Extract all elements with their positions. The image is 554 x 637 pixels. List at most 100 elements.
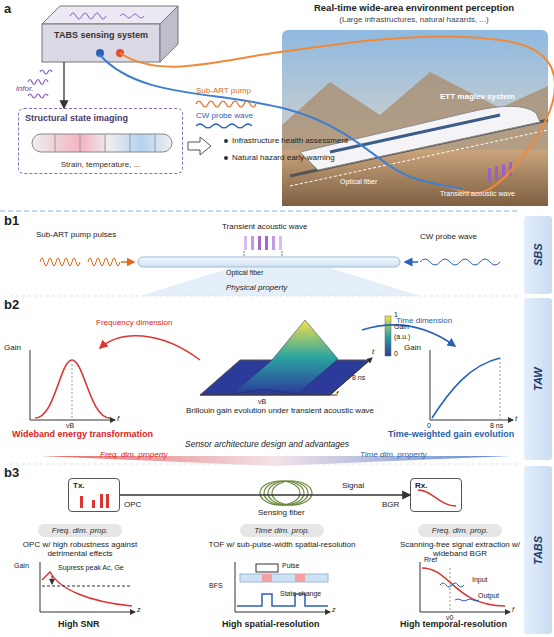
node-subtitle: (Large infrastructures, natural hazards,… [278, 15, 550, 24]
result-plot [42, 586, 132, 587]
node-title: TAW [524, 298, 552, 460]
node-title: Rx. [415, 481, 427, 490]
axis-label: t [515, 414, 517, 423]
property-tag: Time dim. prop. [240, 524, 324, 537]
dimension-arrow [100, 336, 200, 360]
sbs-scheme [244, 236, 247, 250]
axis-label: f [336, 389, 338, 398]
wave-symbol [196, 101, 256, 107]
feature-label: Time-weighted gain evolution [388, 429, 514, 439]
sbs-scheme [420, 259, 500, 265]
tx-rx-scheme [260, 481, 312, 505]
gain-surface-3d [385, 316, 391, 356]
result-plot [235, 562, 330, 612]
dimension-label: Freq. dim. property [100, 450, 168, 459]
edge-label: Signal [342, 481, 364, 490]
description: TOF w/ sub-pulse-width spatial-resolutio… [207, 540, 357, 549]
description: OPC w/ high robustness against detriment… [15, 540, 145, 558]
sbs-scheme [244, 251, 282, 257]
hollow-arrow [188, 137, 211, 155]
axis-label: f [117, 414, 119, 423]
axis-label: Gain [4, 343, 21, 352]
part-name: Optical fiber [226, 269, 263, 277]
photo-scene [488, 168, 491, 182]
tx-rx-scheme [106, 494, 109, 508]
receiver-box: Rx. [410, 478, 462, 512]
axis-label: z [137, 606, 141, 614]
result-plot [52, 576, 53, 584]
axis-label: Gain [404, 343, 421, 352]
panel-letter: b2 [4, 298, 19, 313]
property-tag: Freq. dim. prop. [418, 524, 502, 537]
result-plot [420, 562, 510, 612]
tick-label: 8 ns [352, 374, 365, 382]
tick-label: 8 ns [490, 422, 503, 430]
gain-surface-3d [200, 358, 372, 395]
sbs-scheme [244, 236, 282, 250]
system-box: TABS sensing system [42, 6, 160, 62]
section-tag: TAW [524, 298, 552, 460]
photo-scene [330, 115, 500, 152]
scene-label: Optical fiber [340, 178, 377, 186]
sbs-scheme [279, 236, 282, 250]
panel-letter: b3 [4, 466, 19, 481]
annotation: Supress peak Ac, Ge [58, 564, 124, 572]
optical-fiber-loop [120, 37, 554, 194]
result-plot [455, 599, 479, 601]
sbs-scheme [138, 257, 400, 267]
colorbar-tick: 0 [394, 350, 398, 358]
note: Physical property [226, 283, 287, 292]
advantage-label: High temporal-resolution [400, 619, 507, 629]
connector [120, 494, 410, 495]
wave-symbol [196, 124, 252, 128]
node-title: Real-time wide-area environment percepti… [278, 2, 550, 13]
property-tag: Freq. dim. prop. [38, 524, 122, 537]
scene-label: ETT maglev system [440, 92, 515, 101]
gain-plot [30, 350, 513, 420]
node-title: Structural state imaging [25, 113, 128, 123]
node-title: SBS [524, 216, 552, 294]
tabs-box-3d [160, 6, 178, 62]
signal-name: CW probe wave [196, 111, 253, 120]
plot-title: Brillouin gain evolution under transient… [160, 406, 400, 415]
tx-rx-scheme [268, 481, 308, 505]
signal-name: Sub-ART pump [196, 86, 251, 95]
sbs-scheme [40, 236, 500, 296]
node-title: Tx. [73, 481, 85, 490]
result-plot [42, 572, 132, 606]
separator [0, 211, 520, 212]
optical-fiber-loop [100, 37, 554, 194]
tabs-box-3d [70, 13, 144, 19]
signal-name: Sub-ART pump pulses [36, 230, 116, 239]
gain-surface-3d [232, 320, 338, 394]
signal-name: Transient acoustic wave [222, 222, 308, 231]
photo-panel: Real-time wide-area environment percepti… [278, 0, 550, 208]
sbs-scheme [40, 258, 120, 266]
pipe-structure [32, 134, 172, 152]
sbs-scheme [258, 236, 261, 250]
gain-plot [30, 350, 115, 420]
pipe-structure [55, 134, 155, 152]
tx-rx-scheme [92, 500, 95, 508]
axis-label: BFS [209, 582, 223, 590]
annotation: infor. [16, 84, 34, 93]
bullet [224, 156, 228, 160]
result-plot [40, 562, 135, 612]
bullet [224, 139, 228, 160]
photo-scene [495, 166, 498, 180]
pipe-structure [32, 134, 172, 152]
axis-label: Gain [14, 562, 29, 570]
node-subtitle: Strain, temperature, ... [19, 160, 182, 169]
part-name: BGR [382, 500, 399, 509]
axis-label: z [332, 606, 336, 614]
scene-label: Transient acoustic wave [440, 190, 515, 198]
bullet-text: Natural hazard early-warning [232, 153, 335, 162]
node-title: Freq. dim. prop. [418, 524, 502, 537]
tx-rx-scheme [80, 494, 109, 508]
dimension-label: Time dim. property [360, 450, 427, 459]
result-plot [450, 568, 451, 612]
section-tag: TABS [524, 466, 552, 634]
tx-rx-scheme [264, 481, 304, 505]
sbs-scheme [405, 261, 418, 263]
